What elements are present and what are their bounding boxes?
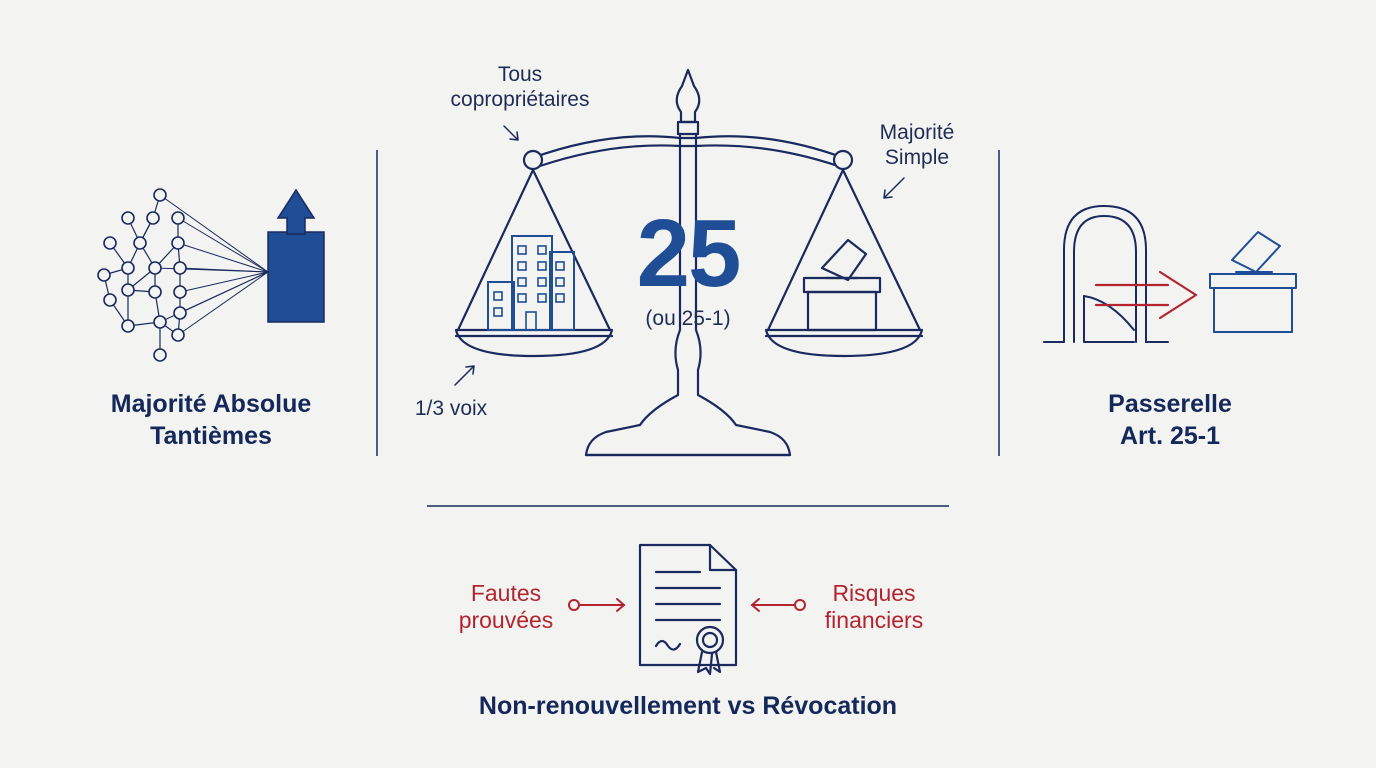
red-connector-arrows <box>568 598 806 612</box>
ballot-box-icon <box>802 238 882 332</box>
contract-certificate-icon <box>638 543 738 676</box>
risks-note-line2: financiers <box>824 607 924 633</box>
annotation-arrows <box>454 125 905 386</box>
left-title: Majorité Absolue Tantièmes <box>80 388 342 452</box>
arrow-faults-to-doc <box>568 598 626 612</box>
right-title-line1: Passerelle <box>1108 390 1232 418</box>
right-title: Passerelle Art. 25-1 <box>1060 388 1280 452</box>
arrow-box <box>267 231 325 323</box>
right-pan-note-line2: Simple <box>884 146 950 169</box>
main-number-sub: (ou 25-1) <box>645 307 731 330</box>
faults-note-line1: Fautes <box>470 580 542 606</box>
left-pan-note: Tous copropriétaires <box>420 62 620 112</box>
right-pan-note: Majorité Simple <box>850 120 984 170</box>
left-pan-note-line2: copropriétaires <box>450 88 590 111</box>
faults-note: Fautes prouvées <box>440 580 572 634</box>
left-title-line2: Tantièmes <box>150 422 272 450</box>
right-pan-note-line1: Majorité <box>879 121 955 144</box>
network-arrow-icon <box>97 188 325 362</box>
arrow-to-left-pan <box>503 125 519 141</box>
arrow-risks-to-doc <box>750 598 806 612</box>
left-pan-note-line1: Tous <box>497 63 543 86</box>
risks-note-line1: Risques <box>832 580 916 606</box>
network-edges <box>103 194 181 355</box>
arrow-from-third <box>454 365 475 386</box>
up-arrow <box>276 188 316 235</box>
right-title-line2: Art. 25-1 <box>1119 422 1221 450</box>
bottom-left-note: 1/3 voix <box>414 397 488 420</box>
left-title-line1: Majorité Absolue <box>110 390 312 418</box>
risks-note: Risques financiers <box>804 580 944 634</box>
bottom-title: Non-renouvellement vs Révocation <box>478 692 898 720</box>
main-number: 25 <box>636 200 742 307</box>
building-icon <box>487 235 575 331</box>
scale-icon <box>454 68 924 457</box>
network-dots <box>97 188 187 362</box>
faults-note-line2: prouvées <box>458 607 554 633</box>
bridge-ballot-icon <box>1043 205 1297 343</box>
arrow-to-right-pan <box>883 177 905 199</box>
